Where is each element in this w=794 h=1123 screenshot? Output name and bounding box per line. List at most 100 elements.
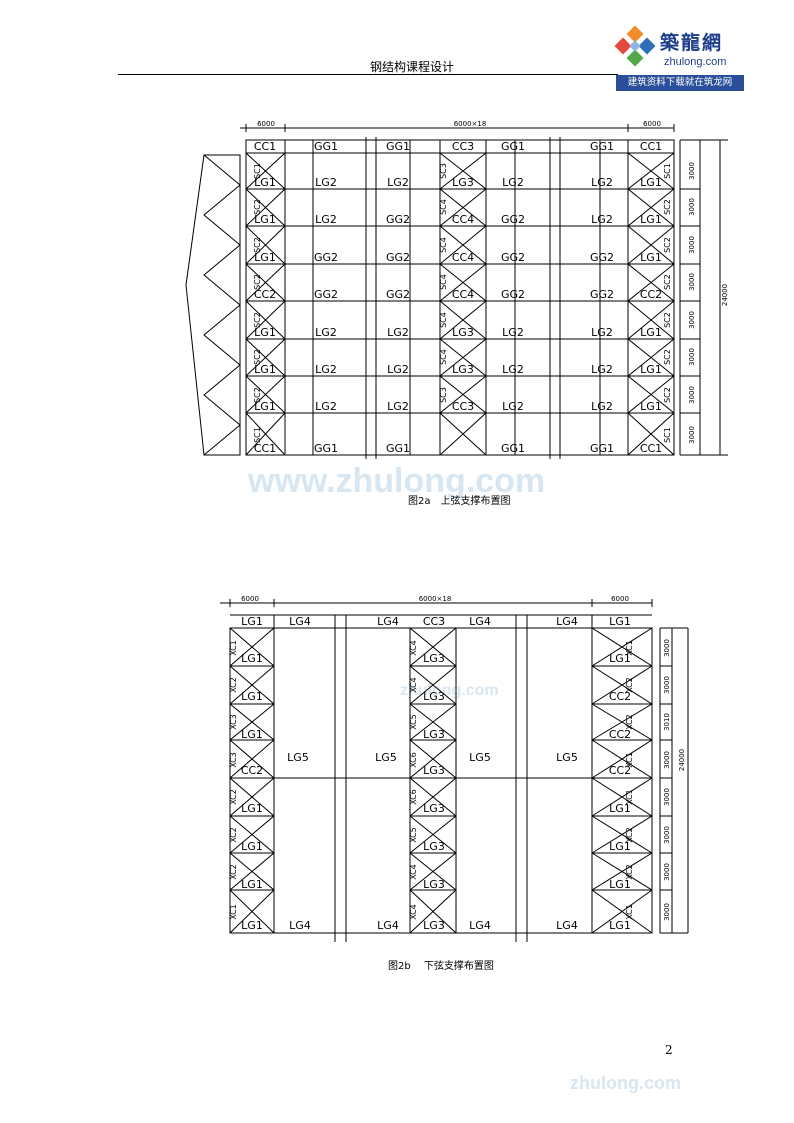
bottom-member-label: LG4 <box>289 919 311 932</box>
brace-label-right: SC2 <box>663 199 672 215</box>
member-label: GG2 <box>501 251 525 264</box>
brace-label-right: SC1 <box>663 427 672 443</box>
member-label: LG2 <box>315 176 337 189</box>
brace-label-right: XC1 <box>625 904 634 920</box>
bottom-member-label: LG3 <box>423 919 445 932</box>
member-label: LG1 <box>640 251 662 264</box>
member-label: GG2 <box>386 288 410 301</box>
member-label: GG2 <box>590 251 614 264</box>
top-member-label: LG4 <box>556 615 578 628</box>
row-dimension: 3000 <box>688 311 696 329</box>
top-member-label: LG1 <box>609 615 631 628</box>
brace-label-left: SC2 <box>253 349 262 365</box>
mid-member-label: LG5 <box>375 751 397 764</box>
bottom-member-label: LG1 <box>241 919 263 932</box>
member-label: LG2 <box>387 176 409 189</box>
mid-col-label: LG3 <box>423 764 445 777</box>
row-dimension: 3000 <box>688 198 696 216</box>
brace-label-left: XC3 <box>229 752 238 768</box>
brace-label-mid: SC4 <box>439 312 448 328</box>
member-label: CC2 <box>254 288 276 301</box>
mid-col-label: LG3 <box>423 840 445 853</box>
dim-b-right: 6000 <box>611 595 629 603</box>
dim-b-mid: 6000×18 <box>419 595 452 603</box>
brace-label-mid: XC5 <box>409 827 418 843</box>
brace-label-mid: SC4 <box>439 274 448 290</box>
dim-a-left: 6000 <box>257 120 275 128</box>
member-label: LG2 <box>315 400 337 413</box>
right-col-label: LG1 <box>609 878 631 891</box>
member-label: CC4 <box>452 288 474 301</box>
member-label: LG1 <box>640 363 662 376</box>
member-label: LG2 <box>315 363 337 376</box>
row-dimension: 3000 <box>663 751 671 769</box>
brace-label-mid: SC3 <box>439 387 448 403</box>
brace-label-right: SC2 <box>663 387 672 403</box>
watermark-bottom: zhulong.com <box>570 1073 681 1093</box>
row-dimension: 3000 <box>663 826 671 844</box>
brace-label-left: SC2 <box>253 199 262 215</box>
brace-label-right: XC1 <box>625 640 634 656</box>
brace-label-right: SC2 <box>663 237 672 253</box>
page-number: 2 <box>665 1043 673 1057</box>
member-label: GG1 <box>386 442 410 455</box>
member-label: LG2 <box>315 213 337 226</box>
member-label: CC3 <box>452 400 474 413</box>
member-label: LG2 <box>387 400 409 413</box>
member-label: LG3 <box>452 176 474 189</box>
member-label: CC1 <box>254 442 276 455</box>
brace-label-left: SC2 <box>253 387 262 403</box>
left-col-label: LG1 <box>241 690 263 703</box>
member-label: LG2 <box>591 213 613 226</box>
header-rule <box>118 74 618 75</box>
brace-label-left: XC2 <box>229 677 238 693</box>
member-label: LG2 <box>315 326 337 339</box>
member-label: LG1 <box>254 176 276 189</box>
brace-label-left: XC1 <box>229 640 238 656</box>
brace-label-mid: SC4 <box>439 199 448 215</box>
right-col-label: CC2 <box>609 764 631 777</box>
member-label: LG2 <box>591 400 613 413</box>
zhulong-logo: 築龍網 zhulong.com 建筑资料下载就在筑龙网 <box>612 20 746 94</box>
left-col-label: LG1 <box>241 878 263 891</box>
top-member-label: LG4 <box>469 615 491 628</box>
mid-member-label: LG5 <box>556 751 578 764</box>
bottom-member-label: LG4 <box>377 919 399 932</box>
dim-b-total: 24000 <box>678 749 686 771</box>
member-label: CC3 <box>452 140 474 153</box>
bottom-member-label: LG1 <box>609 919 631 932</box>
brace-label-right: SC1 <box>663 163 672 179</box>
brace-label-mid: XC4 <box>409 640 418 656</box>
row-dimension: 3000 <box>663 639 671 657</box>
member-label: LG1 <box>640 213 662 226</box>
dim-a-total: 24000 <box>721 284 729 306</box>
row-dimension: 3000 <box>663 903 671 921</box>
member-label: LG2 <box>591 363 613 376</box>
watermark-mid: zhulong.com <box>400 682 499 699</box>
member-label: LG2 <box>502 176 524 189</box>
top-member-label: LG1 <box>241 615 263 628</box>
watermark-large: www.zhulong.com <box>248 462 546 500</box>
brace-label-left: SC2 <box>253 237 262 253</box>
brace-label-left: SC2 <box>253 312 262 328</box>
right-col-label: CC2 <box>609 690 631 703</box>
brace-label-left: XC2 <box>229 827 238 843</box>
member-label: LG1 <box>254 213 276 226</box>
dim-a-mid: 6000×18 <box>454 120 487 128</box>
logo-url: zhulong.com <box>664 56 727 68</box>
member-label: LG3 <box>452 326 474 339</box>
member-label: GG2 <box>501 213 525 226</box>
brace-label-left: SC1 <box>253 163 262 179</box>
brace-label-mid: XC5 <box>409 714 418 730</box>
member-label: LG2 <box>591 176 613 189</box>
mid-col-label: LG3 <box>423 878 445 891</box>
brace-label-mid: XC4 <box>409 677 418 693</box>
member-label: CC2 <box>640 288 662 301</box>
member-label: GG2 <box>386 251 410 264</box>
brace-label-mid: XC4 <box>409 904 418 920</box>
member-label: GG1 <box>314 140 338 153</box>
member-label: CC1 <box>640 442 662 455</box>
page-header-title: 钢结构课程设计 <box>370 60 455 74</box>
brace-label-mid: XC6 <box>409 789 418 805</box>
